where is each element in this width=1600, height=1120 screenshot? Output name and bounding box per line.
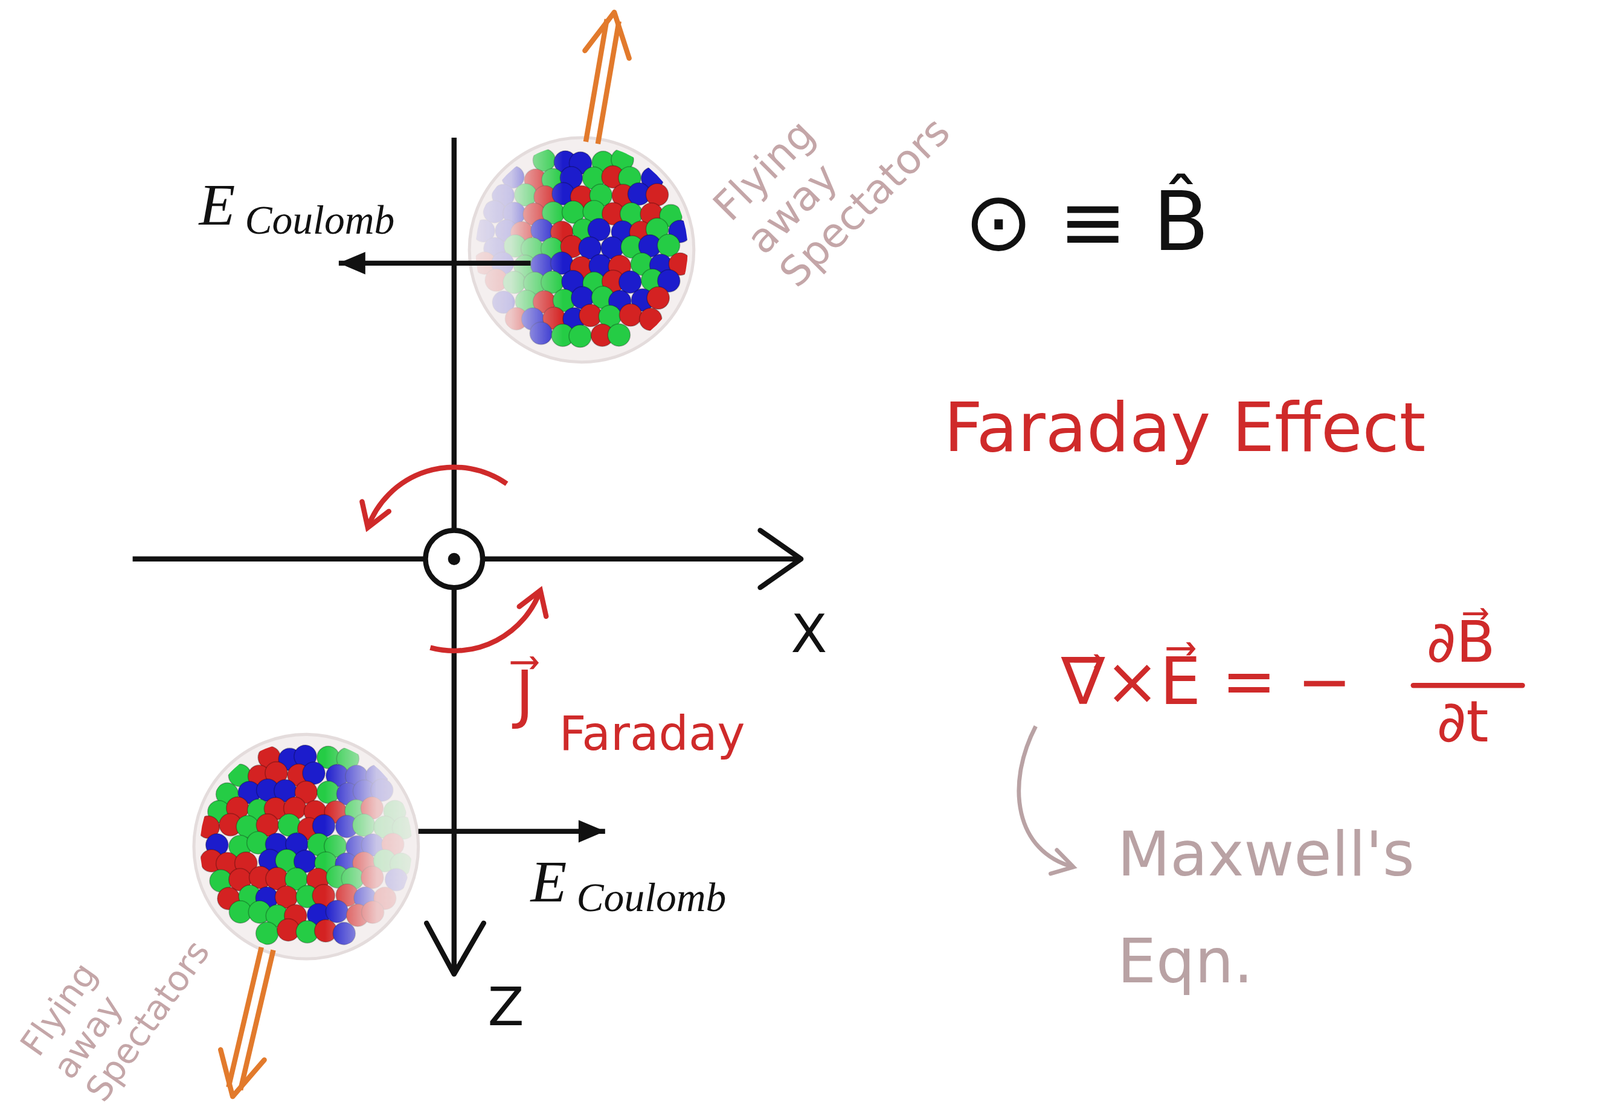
axis-label: Z: [488, 977, 525, 1039]
heading: Faraday Effect: [944, 389, 1427, 467]
annotation: Flying away Spectators: [704, 30, 971, 297]
annotation: Flying away Spectators: [12, 881, 222, 1109]
velocity-shaft: [597, 21, 620, 144]
nucleon: [352, 814, 376, 837]
faraday-current-arc: [430, 590, 540, 652]
nucleon: [529, 321, 553, 345]
axis-arrowhead: [426, 923, 484, 975]
nucleon: [607, 323, 630, 347]
nucleon: [568, 324, 592, 348]
axis-label: X: [790, 604, 827, 666]
equation: ∇⃗×E⃗ = −: [1061, 645, 1352, 720]
field-subscript: Coulomb: [244, 198, 395, 243]
nucleon: [619, 303, 642, 327]
nucleon: [503, 271, 526, 294]
nucleon: [332, 922, 356, 946]
velocity-arrow: [220, 947, 274, 1097]
velocity-arrow: [584, 12, 629, 144]
nucleus-halo: [469, 137, 694, 363]
e-field-arrow: [418, 829, 606, 835]
nucleon: [256, 922, 279, 945]
nucleus: [472, 148, 691, 348]
legend-symbol: ⊙ ≡ B̂: [963, 175, 1209, 270]
nucleus-halo: [193, 734, 419, 960]
note: Maxwell's Eqn.: [1117, 800, 1455, 1016]
equation-denominator: ∂t: [1436, 689, 1489, 756]
nucleon: [317, 781, 340, 804]
current-symbol: J⃗: [515, 658, 534, 731]
nucleon: [646, 286, 670, 310]
nucleon: [325, 900, 348, 923]
b-field-symbol: [448, 553, 461, 566]
faraday-current-arc: [367, 467, 507, 528]
note-pointer: [1018, 726, 1074, 868]
nucleon: [645, 183, 669, 206]
fraction-bar: [1413, 683, 1523, 688]
nucleon: [361, 901, 385, 924]
equation-numerator: ∂B⃗: [1426, 610, 1496, 676]
e-field-arrow: [338, 260, 531, 266]
b-field-symbol: [425, 530, 483, 588]
velocity-head: [220, 1050, 264, 1098]
field-subscript: Coulomb: [576, 875, 727, 921]
axis-arrowhead: [760, 530, 802, 588]
nucleon: [361, 866, 384, 890]
nucleus: [196, 745, 415, 946]
velocity-head: [584, 12, 629, 58]
nucleon: [639, 308, 662, 331]
current-subscript: Faraday: [559, 707, 746, 762]
